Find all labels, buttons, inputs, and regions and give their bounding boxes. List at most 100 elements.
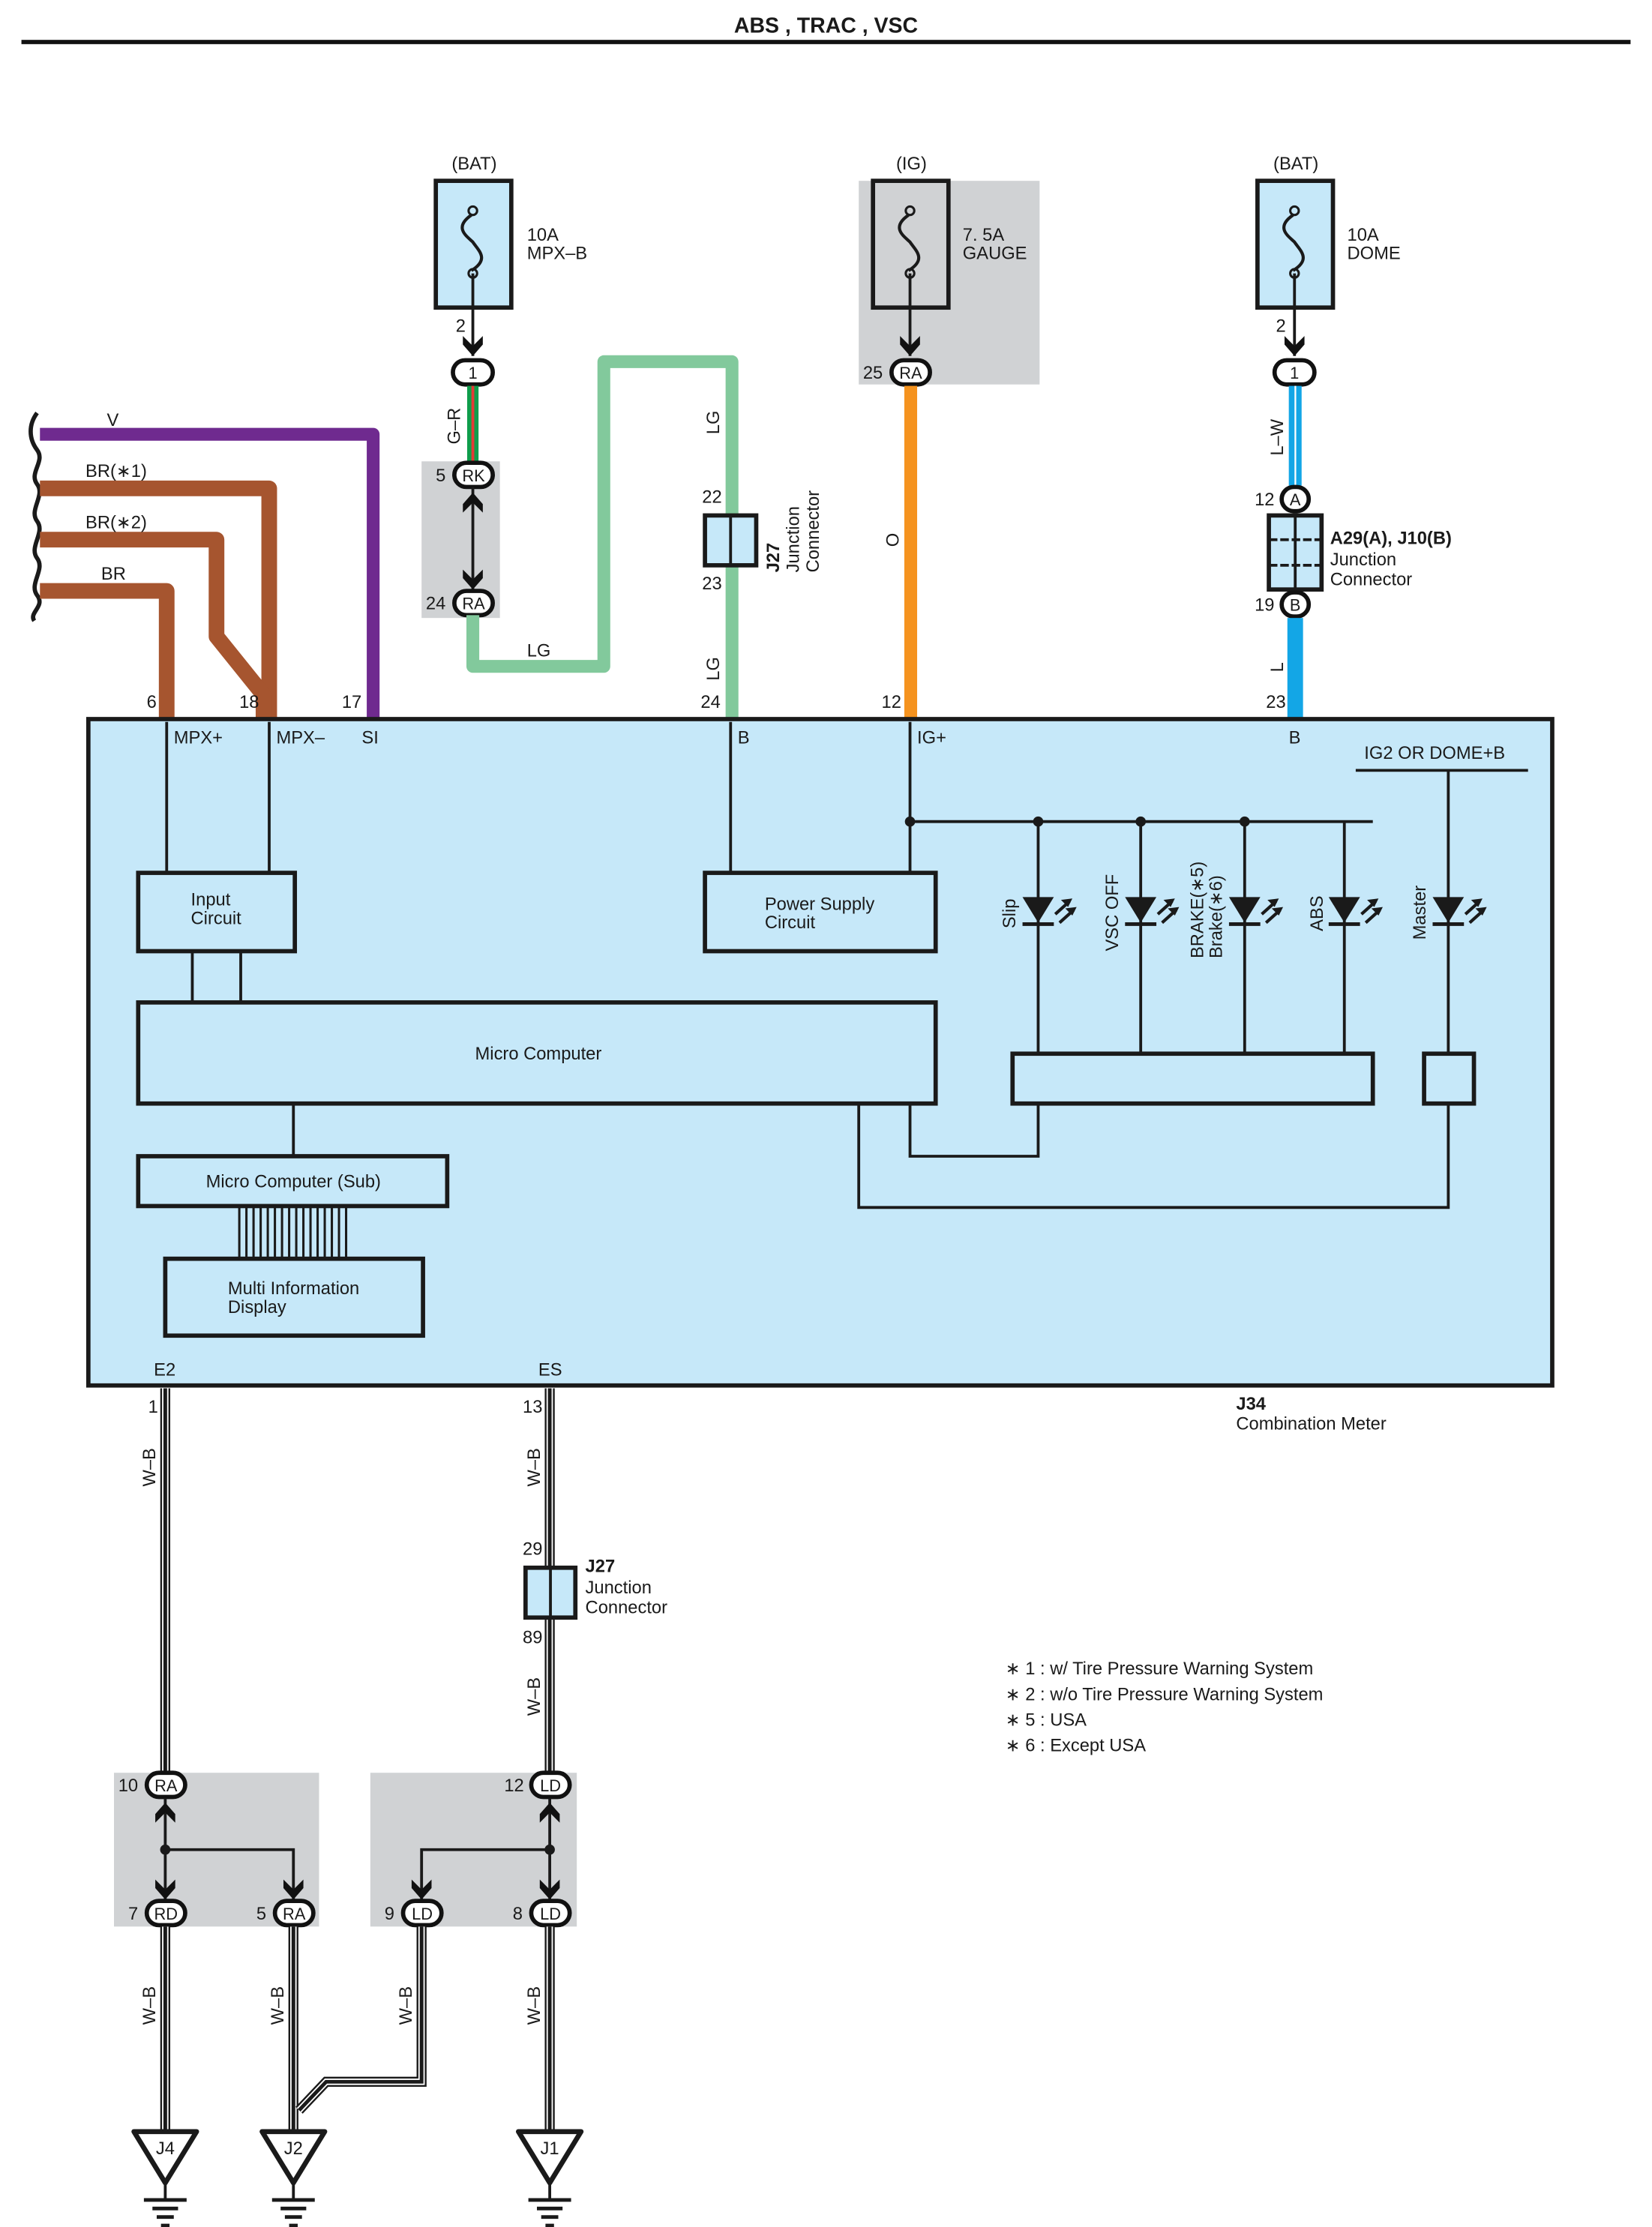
connector-dome-1 [1272, 358, 1317, 387]
wire-l[interactable] [1287, 618, 1303, 719]
svg-text:W–B: W–B [268, 1986, 288, 2025]
wire-wb-j2[interactable] [288, 1926, 427, 2132]
meter-id: J34 [1236, 1395, 1266, 1414]
svg-text:Brake(∗6): Brake(∗6) [1207, 875, 1226, 958]
ground-j2: J2 [262, 2132, 325, 2226]
fuse-mpxb-name: MPX–B [527, 244, 587, 264]
svg-text:12: 12 [504, 1776, 523, 1796]
connector-a [1279, 484, 1312, 514]
master-driver [1422, 1051, 1477, 1106]
connector-mpxb-1 [451, 358, 495, 387]
svg-text:Master: Master [1411, 886, 1430, 940]
svg-text:Circuit: Circuit [191, 909, 242, 928]
page-title: ABS , TRAC , VSC [734, 14, 918, 38]
svg-text:22: 22 [702, 487, 721, 507]
svg-text:6: 6 [147, 693, 157, 712]
wire-label-br: BR [101, 565, 126, 584]
footnotes: ∗ 1 : w/ Tire Pressure Warning System ∗ … [1006, 1659, 1324, 1756]
connector-rd-7 [144, 1899, 187, 1928]
wire-label-br2: BR(∗2) [85, 514, 147, 533]
splice-right: LD 12 LD 9 LD 8 [385, 1770, 572, 1928]
svg-text:W–B: W–B [140, 1986, 160, 2025]
svg-text:29: 29 [523, 1540, 542, 1560]
svg-text:1: 1 [148, 1398, 158, 1417]
svg-text:B: B [1290, 596, 1301, 615]
svg-text:19: 19 [1255, 596, 1274, 616]
connector-ld-8 [529, 1899, 572, 1928]
svg-text:Display: Display [228, 1298, 286, 1317]
svg-text:10: 10 [118, 1776, 138, 1796]
connector-ra-5 [272, 1899, 316, 1928]
svg-text:Junction: Junction [1330, 550, 1396, 570]
wire-label-l: L [1268, 662, 1288, 672]
svg-text:IG2 OR DOME+B: IG2 OR DOME+B [1364, 744, 1505, 763]
svg-text:12: 12 [882, 693, 901, 712]
svg-text:LD: LD [540, 1905, 561, 1923]
svg-text:Connector: Connector [804, 490, 823, 573]
svg-text:7: 7 [128, 1905, 138, 1924]
title-rule [21, 40, 1631, 44]
svg-text:2: 2 [1276, 316, 1286, 336]
harness-break-icon [28, 411, 42, 622]
svg-text:Connector: Connector [1330, 570, 1413, 589]
svg-text:Connector: Connector [586, 1599, 668, 1618]
svg-text:RA: RA [154, 1776, 178, 1795]
svg-text:7. 5A: 7. 5A [963, 226, 1005, 245]
svg-text:J1: J1 [541, 2139, 559, 2159]
svg-text:W–B: W–B [397, 1986, 416, 2025]
wire-o[interactable] [904, 385, 918, 719]
svg-text:Power Supply: Power Supply [765, 895, 874, 914]
wire-v[interactable] [40, 427, 380, 719]
wire-label-v: V [107, 411, 119, 430]
svg-text:17: 17 [342, 693, 361, 712]
svg-text:Slip: Slip [1000, 899, 1020, 929]
connector-b [1279, 590, 1312, 619]
indicator-abs: ABS [1308, 895, 1383, 931]
wire-label-lg-bottom: LG [704, 657, 724, 681]
svg-text:VSC OFF: VSC OFF [1103, 874, 1123, 952]
svg-text:MPX–: MPX– [276, 728, 325, 748]
svg-text:24: 24 [426, 595, 445, 614]
multi-information-display [163, 1256, 425, 1338]
svg-text:Multi Information: Multi Information [228, 1279, 359, 1299]
svg-text:W–B: W–B [525, 1448, 544, 1486]
meter-name: Combination Meter [1236, 1415, 1386, 1434]
svg-text:Junction: Junction [586, 1578, 652, 1598]
svg-text:A29(A), J10(B): A29(A), J10(B) [1330, 529, 1452, 548]
wire-label-lw: L–W [1268, 418, 1288, 455]
ground-j4: J4 [134, 2132, 197, 2226]
svg-text:8: 8 [513, 1905, 523, 1924]
svg-text:Micro Computer: Micro Computer [475, 1045, 602, 1064]
svg-text:RA: RA [283, 1905, 306, 1923]
svg-text:23: 23 [1266, 693, 1285, 712]
svg-text:24: 24 [700, 693, 720, 712]
svg-text:RA: RA [899, 364, 922, 382]
svg-text:9: 9 [385, 1905, 394, 1924]
wire-label-lg-top: LG [704, 411, 724, 435]
indicator-master: Master [1411, 886, 1487, 940]
svg-text:MPX+: MPX+ [174, 728, 223, 748]
ground-j1: J1 [518, 2132, 581, 2226]
wire-br-1[interactable] [40, 480, 277, 719]
indicator-brake: BRAKE(∗5) Brake(∗6) [1189, 862, 1283, 958]
splice-left: RA 10 RD 7 RA 5 [118, 1770, 316, 1928]
footnote: ∗ 1 : w/ Tire Pressure Warning System [1006, 1659, 1313, 1679]
svg-text:J27: J27 [764, 543, 784, 573]
svg-text:ES: ES [538, 1360, 562, 1380]
fuse-mpxb-source: (BAT) [451, 154, 496, 174]
svg-text:A: A [1290, 490, 1301, 509]
micro-computer-sub [136, 1154, 450, 1209]
wire-br[interactable] [40, 583, 175, 719]
connector-ra-10 [144, 1770, 187, 1800]
svg-text:LD: LD [412, 1905, 433, 1923]
connector-ld-9 [400, 1899, 444, 1928]
wire-br-2[interactable] [40, 532, 271, 719]
svg-text:W–B: W–B [525, 1677, 544, 1716]
svg-text:1: 1 [1290, 364, 1299, 382]
svg-text:GAUGE: GAUGE [963, 244, 1027, 264]
wire-lg[interactable] [466, 355, 739, 719]
svg-text:LD: LD [540, 1776, 561, 1795]
indicator-vsc-off: VSC OFF [1103, 874, 1180, 952]
fuse-mpxb-rating: 10A [527, 226, 559, 245]
